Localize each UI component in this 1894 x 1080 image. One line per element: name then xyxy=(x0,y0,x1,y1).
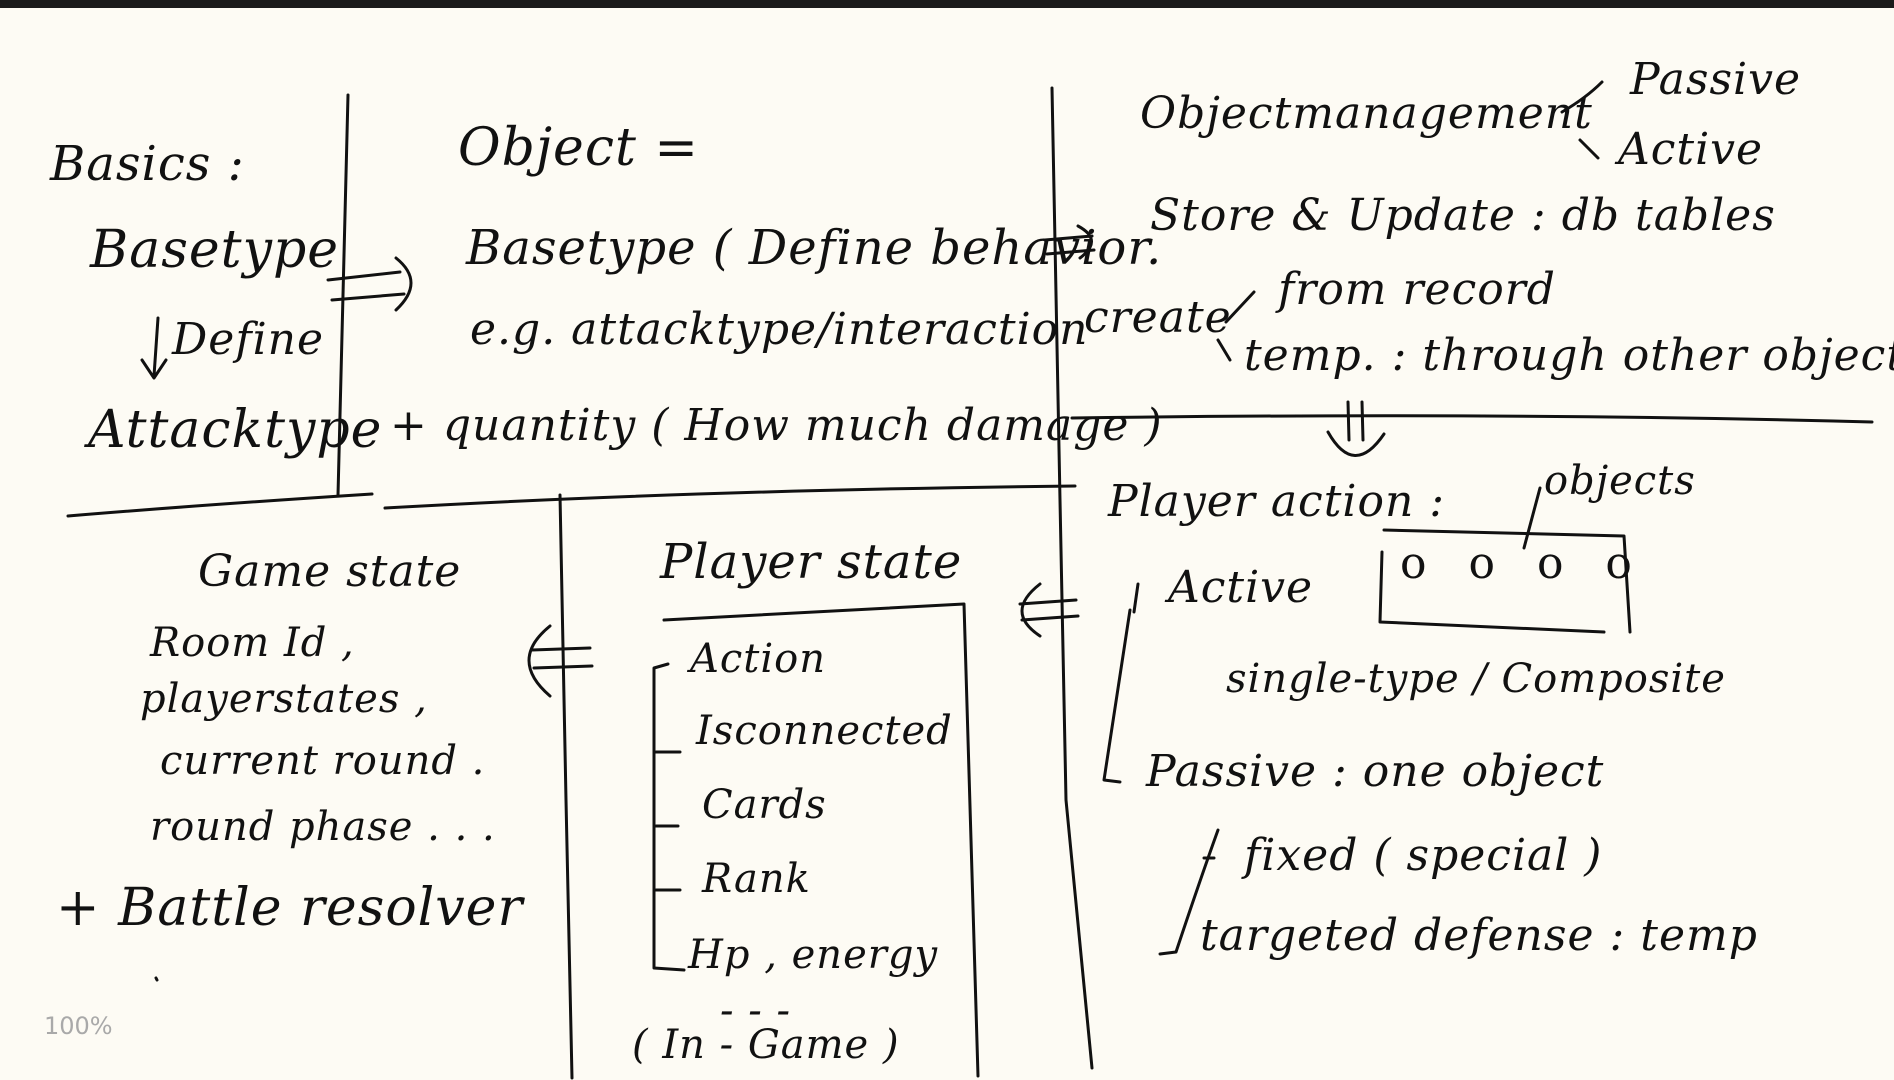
store-update-line: Store & Update : db tables xyxy=(1150,190,1776,241)
player-state-item: Hp , energy xyxy=(688,932,939,978)
active-note: single-type / Composite xyxy=(1226,656,1726,702)
battle-resolver-label: + Battle resolver xyxy=(56,878,524,938)
branch-to-from-record xyxy=(1224,290,1256,324)
create-label: create xyxy=(1084,292,1232,343)
branch-to-active xyxy=(1578,138,1600,160)
management-active-label: Active xyxy=(1618,124,1764,175)
horizontal-divider-top-left xyxy=(66,484,1077,518)
player-action-heading: Player action : xyxy=(1108,476,1446,527)
player-state-ellipsis: - - - xyxy=(720,988,791,1034)
fixed-special-label: fixed ( special ) xyxy=(1244,830,1603,881)
targeted-defense-label: targeted defense : temp xyxy=(1200,910,1758,961)
arrow-object-to-management xyxy=(1043,224,1096,260)
player-state-item: Action xyxy=(690,636,826,682)
branch-to-temp xyxy=(1216,338,1232,362)
player-state-heading: Player state xyxy=(660,534,963,590)
window-top-bar xyxy=(0,0,1894,8)
player-action-tree xyxy=(1102,582,1140,784)
vertical-divider-right xyxy=(1050,86,1094,1070)
player-state-item: Rank xyxy=(702,856,811,902)
game-state-item: round phase . . . xyxy=(150,804,496,850)
arrow-player-state-to-game-state xyxy=(527,624,594,698)
player-state-item: Isconnected xyxy=(696,708,953,754)
branch-to-passive xyxy=(1560,80,1604,114)
passive-subtree xyxy=(1158,828,1220,956)
object-heading: Object = xyxy=(458,118,699,178)
active-label: Active xyxy=(1168,562,1314,613)
vertical-divider-left xyxy=(336,93,350,497)
define-label: Define xyxy=(172,314,325,365)
game-state-heading: Game state xyxy=(198,546,462,597)
basetype-label: Basetype xyxy=(90,220,340,280)
object-basetype-line: Basetype ( Define behavior. xyxy=(466,220,1163,276)
objects-box xyxy=(1378,528,1632,634)
passive-line: Passive : one object xyxy=(1146,746,1605,797)
in-game-label: ( In - Game ) xyxy=(632,1022,900,1068)
player-state-item: Cards xyxy=(702,782,827,828)
object-management-heading: Objectmanagement xyxy=(1140,88,1593,139)
objects-pointer xyxy=(1522,486,1542,550)
define-down-arrow xyxy=(140,316,168,380)
zoom-level-indicator[interactable]: 100% xyxy=(44,1012,113,1040)
objects-label: objects xyxy=(1544,458,1696,504)
basics-heading: Basics : xyxy=(50,136,245,192)
object-quantity-line: + quantity ( How much damage ) xyxy=(390,400,1163,451)
game-state-item: Room Id , xyxy=(150,620,355,666)
arrow-management-to-player-action xyxy=(1326,400,1386,457)
game-state-item: playerstates , xyxy=(140,676,428,722)
game-state-item: current round . xyxy=(160,738,486,784)
from-record-label: from record xyxy=(1278,264,1556,315)
object-example-line: e.g. attacktype/interaction xyxy=(470,304,1089,355)
management-passive-label: Passive xyxy=(1630,54,1801,105)
attacktype-label: Attacktype xyxy=(88,400,383,460)
vertical-divider-bottom-mid xyxy=(558,493,574,1080)
objects-box-circles: o o o o xyxy=(1400,538,1646,589)
temp-line: temp. : through other objects xyxy=(1244,330,1894,381)
arrow-basics-to-object xyxy=(326,256,413,312)
stray-dot xyxy=(154,976,159,982)
horizontal-divider-top-right xyxy=(1070,414,1874,424)
arrow-action-to-player-state xyxy=(1018,582,1080,638)
player-state-box xyxy=(662,602,980,1078)
player-state-tree xyxy=(652,662,686,972)
